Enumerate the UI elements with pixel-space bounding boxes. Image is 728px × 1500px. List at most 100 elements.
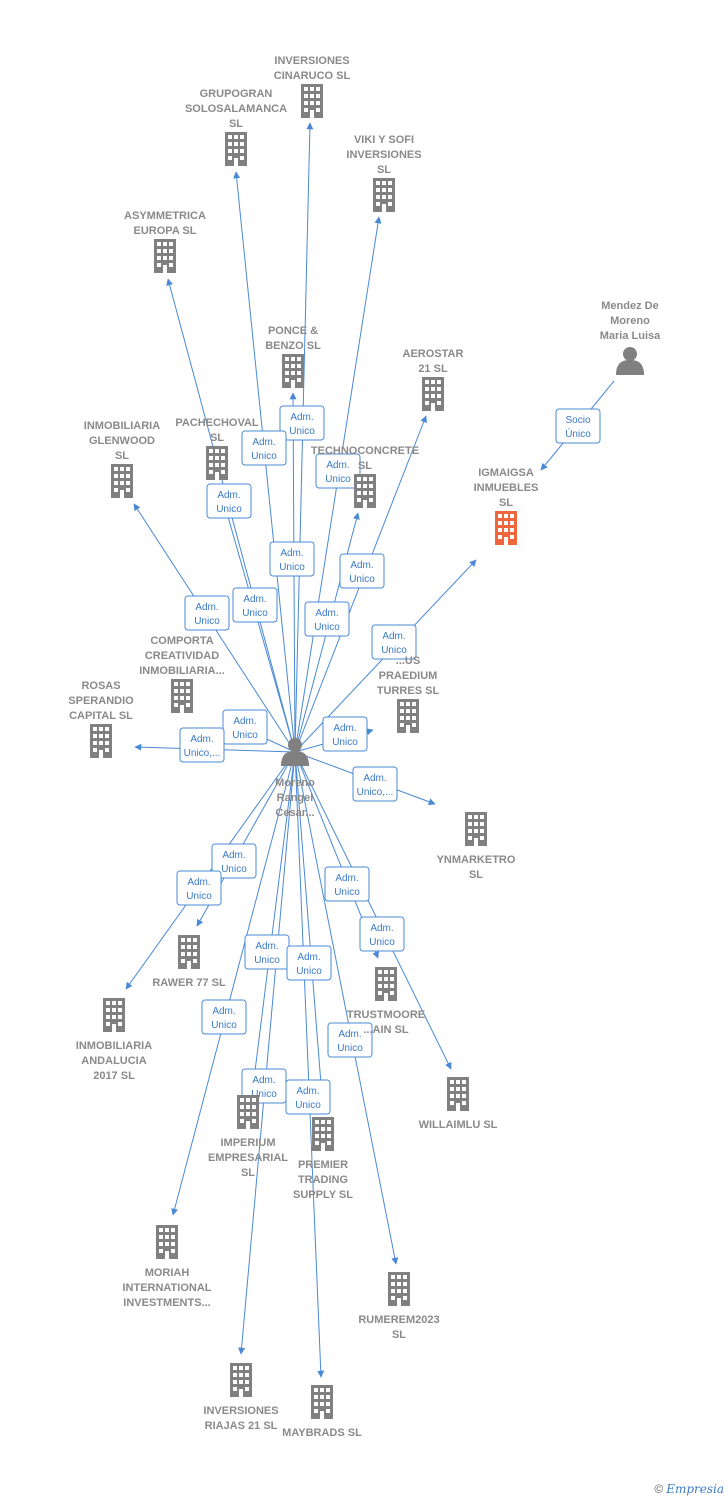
edge-label-imperium[interactable]: Adm.Unico bbox=[244, 934, 290, 970]
node-center[interactable]: MorenoRangelCesar... bbox=[275, 738, 315, 819]
node-rawer[interactable]: RAWER 77 SL bbox=[152, 935, 226, 989]
edge-label-text: Adm. bbox=[290, 412, 313, 423]
edge-label-text: Unico bbox=[334, 887, 360, 898]
node-label: CINARUCO SL bbox=[274, 70, 351, 82]
node-label: Cesar... bbox=[275, 807, 314, 819]
edge-label-rosas[interactable]: Adm. Unico,... bbox=[179, 727, 225, 763]
brand-watermark: ©Empresia bbox=[654, 1482, 724, 1496]
edge-label-text: Unico,... bbox=[184, 748, 221, 759]
edge-label-text: Adm. bbox=[333, 723, 356, 734]
node-label: SL bbox=[377, 164, 391, 176]
building-icon bbox=[373, 178, 395, 212]
node-label: SUPPLY SL bbox=[293, 1189, 353, 1201]
edge-label-text: Unico bbox=[279, 562, 305, 573]
edge-label-igmaigsa[interactable]: Adm.Unico bbox=[371, 624, 417, 660]
node-label: SL bbox=[499, 497, 513, 509]
edge-label-grupogran[interactable]: Adm.Unico bbox=[241, 430, 287, 466]
building-icon bbox=[237, 1095, 259, 1129]
edge-label-premier[interactable]: Adm.Unico bbox=[286, 945, 332, 981]
edge-label-text: Unico bbox=[296, 966, 322, 977]
edge-label-technoconcrete[interactable]: Adm.Unico bbox=[304, 601, 350, 637]
node-label: SOLOSALAMANCA bbox=[185, 103, 287, 115]
edge-label-willaimlu[interactable]: Adm.Unico bbox=[359, 916, 405, 952]
building-icon bbox=[156, 1225, 178, 1259]
node-label: INMOBILIARIA... bbox=[139, 665, 225, 677]
edge-label-aerostar[interactable]: Adm.Unico bbox=[339, 553, 385, 589]
edge-label-text: Único bbox=[565, 427, 591, 440]
edge-center-maybrads bbox=[294, 751, 325, 1378]
edge-label-text: Adm. bbox=[335, 873, 358, 884]
node-label: AEROSTAR bbox=[403, 348, 464, 360]
edge-label-riajas[interactable]: Adm.Unico bbox=[241, 1068, 287, 1104]
node-label: Rangel bbox=[277, 792, 314, 804]
edge-label-praedium[interactable]: Adm.Unico bbox=[322, 716, 368, 752]
node-willaimlu[interactable]: WILLAIMLU SL bbox=[419, 1077, 498, 1131]
node-label: GRUPOGRAN bbox=[200, 88, 273, 100]
edge-label-ynmarketro[interactable]: Adm.Unico,... bbox=[352, 766, 398, 802]
edge-label-maybrads[interactable]: Adm.Unico bbox=[285, 1079, 331, 1115]
edge-label-text: Adm. bbox=[190, 734, 213, 745]
node-label: Maria Luisa bbox=[600, 330, 661, 342]
edge-label-asymmetrica[interactable]: Adm.Unico bbox=[184, 595, 230, 631]
building-icon bbox=[282, 354, 304, 388]
edge-label-text: Socio bbox=[565, 415, 590, 426]
edge-label-text: Unico bbox=[337, 1043, 363, 1054]
node-label: EUROPA SL bbox=[134, 225, 197, 237]
node-label: SL bbox=[115, 450, 129, 462]
node-maybrads[interactable]: MAYBRADS SL bbox=[282, 1385, 362, 1439]
edge-label-text: Unico bbox=[221, 864, 247, 875]
node-comporta[interactable]: COMPORTACREATIVIDADINMOBILIARIA... bbox=[139, 635, 225, 713]
edge-label-text: Unico bbox=[251, 451, 277, 462]
edge-label-text: Adm. bbox=[243, 594, 266, 605]
building-icon bbox=[206, 446, 228, 480]
edge-label-poncebenzo[interactable]: Adm.Unico bbox=[269, 541, 315, 577]
edge-label-andalucia[interactable]: Adm.Unico bbox=[176, 870, 222, 906]
edge-label-text: Unico bbox=[295, 1100, 321, 1111]
building-icon bbox=[90, 724, 112, 758]
edge-label-pachechoval[interactable]: Adm.Unico bbox=[232, 587, 278, 623]
node-label: PREMIER bbox=[298, 1159, 348, 1171]
edge-label-cinaruco[interactable]: Adm.Unico bbox=[279, 405, 325, 441]
edge-label-moriah[interactable]: Adm.Unico bbox=[201, 999, 247, 1035]
node-trustmoore[interactable]: TRUSTMOORE ...AIN SL bbox=[347, 967, 425, 1036]
node-label: YNMARKETRO bbox=[437, 854, 516, 866]
node-label: WILLAIMLU SL bbox=[419, 1119, 498, 1131]
edge-label-rawer[interactable]: Adm.Unico bbox=[211, 843, 257, 879]
edge-label-trustmoore[interactable]: Adm. Unico bbox=[324, 866, 370, 902]
edge-label-rumerem[interactable]: Adm.Unico bbox=[327, 1022, 373, 1058]
node-label: ...AIN SL bbox=[363, 1024, 409, 1036]
node-label: RAWER 77 SL bbox=[152, 977, 226, 989]
node-label: INVESTMENTS... bbox=[123, 1297, 210, 1309]
edge-label-text: Unico bbox=[369, 937, 395, 948]
building-icon bbox=[178, 935, 200, 969]
node-poncebenzo[interactable]: PONCE &BENZO SL bbox=[265, 325, 321, 388]
node-label: INVERSIONES bbox=[203, 1405, 278, 1417]
node-label: Moreno bbox=[610, 315, 650, 327]
node-label: TRUSTMOORE bbox=[347, 1009, 425, 1021]
edge-label-vikisofi[interactable]: Adm.Unico bbox=[315, 453, 361, 489]
edge-label-glenwood[interactable]: Adm.Unico bbox=[206, 483, 252, 519]
node-moriah[interactable]: MORIAHINTERNATIONALINVESTMENTS... bbox=[122, 1225, 212, 1309]
edge-label-comporta[interactable]: Adm.Unico bbox=[222, 709, 268, 745]
building-icon bbox=[225, 132, 247, 166]
